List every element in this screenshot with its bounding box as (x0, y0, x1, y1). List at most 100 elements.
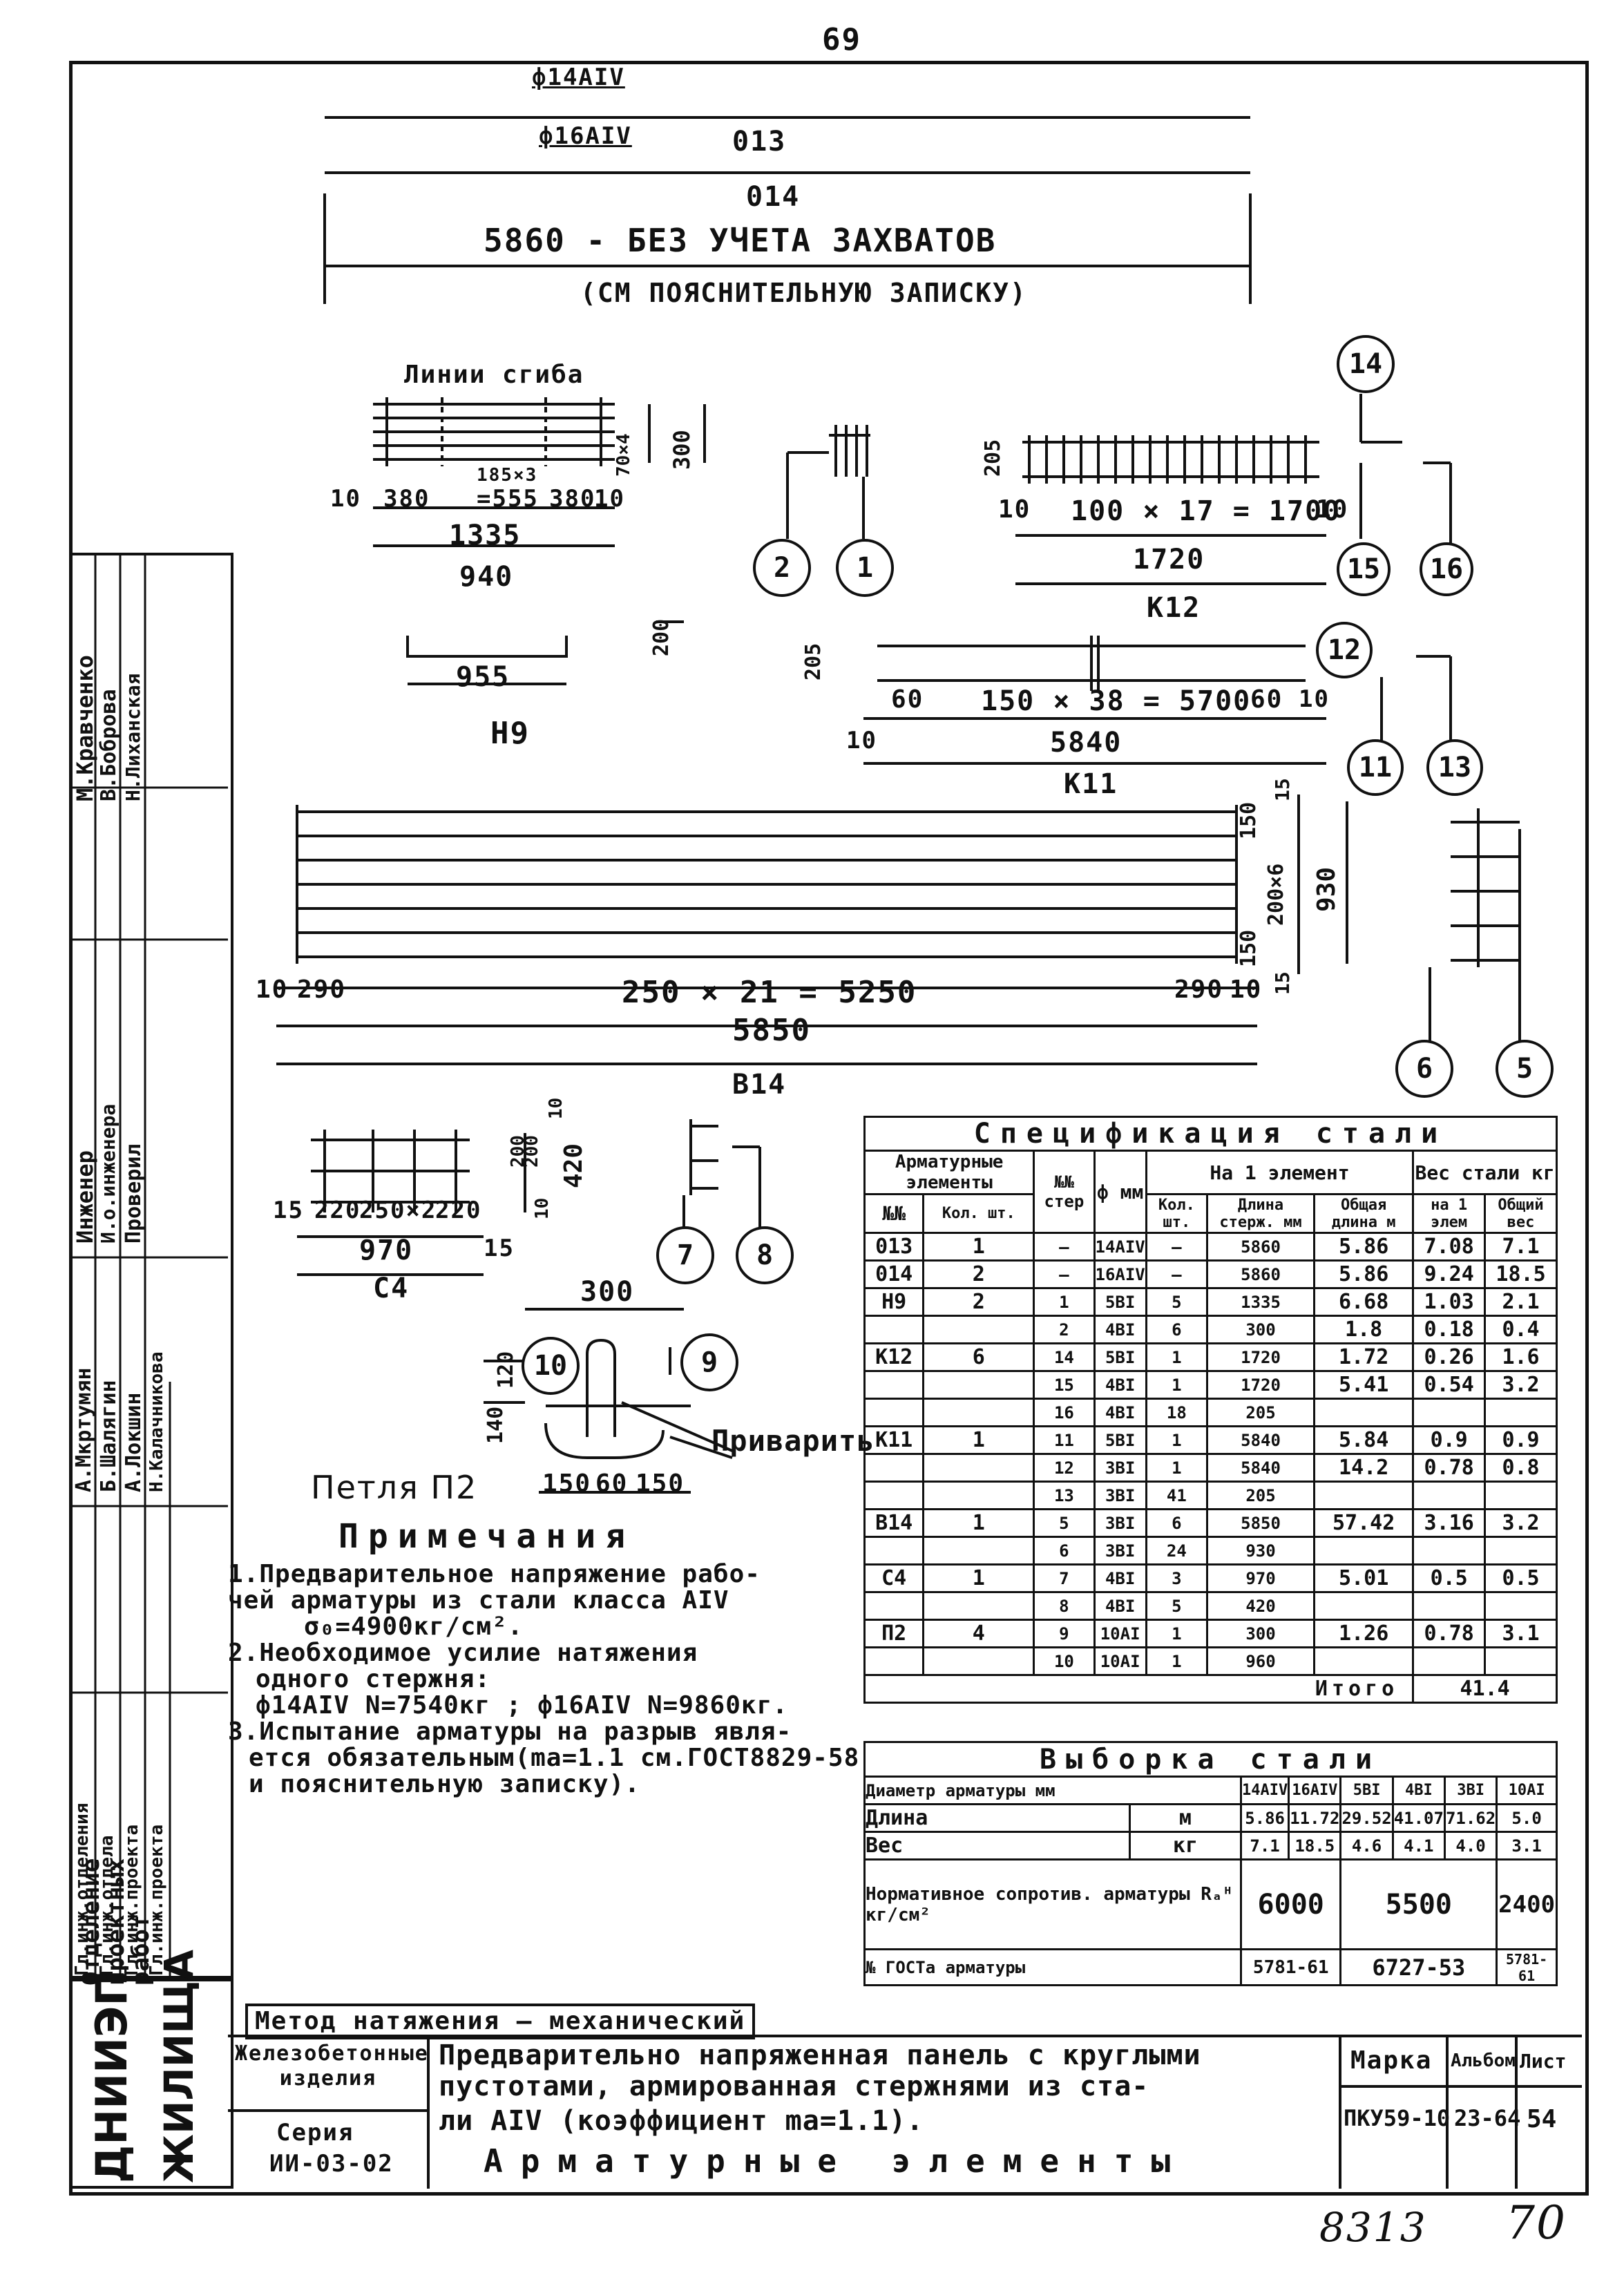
marker-2: 2 (753, 539, 811, 597)
selection-cell: 4.0 (1443, 1831, 1498, 1860)
h9-title: Н9 (490, 716, 530, 751)
spec-cell: 1.26 (1313, 1619, 1415, 1648)
spec-cell: 1 (1145, 1619, 1209, 1648)
spec-cell: 0.18 (1412, 1315, 1487, 1344)
marker-11: 11 (1347, 739, 1404, 796)
spec-cell: 10 (1033, 1646, 1096, 1676)
spec-cell: 5860 (1205, 1232, 1316, 1262)
spec-cell (863, 1536, 925, 1566)
spec-head: ф мм (1093, 1150, 1147, 1234)
c4-dim: 10 (532, 1197, 553, 1219)
selection-resist-label: Нормативное сопротив. арматуры Rₐᴴ кг/см… (863, 1858, 1242, 1950)
spec-cell: 1.72 (1313, 1342, 1415, 1372)
selection-resist: 2400 (1496, 1858, 1558, 1950)
spec-cell: 5ВI (1093, 1287, 1147, 1317)
spec-cell: 205 (1205, 1481, 1316, 1510)
h9-dim: 10 (330, 485, 361, 513)
b14-dim: 250 × 21 = 5250 (622, 975, 917, 1010)
spec-cell: 5.01 (1313, 1563, 1415, 1593)
spec-cell: 5.41 (1313, 1370, 1415, 1400)
marker-1: 1 (836, 539, 894, 597)
spec-cell: 0.78 (1412, 1453, 1487, 1483)
selection-title: Выборка стали (863, 1741, 1558, 1778)
h9-dim: 940 (459, 561, 514, 593)
k11-dim: 60 (891, 685, 924, 714)
h9-bend-lines: Линии сгиба (404, 361, 584, 389)
k12-dim: 10 (1316, 495, 1349, 524)
spec-cell: 6 (1033, 1536, 1096, 1566)
spec-cell: 3.2 (1484, 1370, 1558, 1400)
org-name-2: ЖИЛИЩА (155, 1949, 202, 2183)
spec-subhead: Кол. шт. (1145, 1193, 1209, 1234)
marker-8: 8 (736, 1226, 794, 1284)
k11-dim: 10 (846, 727, 877, 754)
spec-cell: 4ВI (1093, 1398, 1147, 1427)
spec-cell (1313, 1536, 1415, 1566)
bar013-mark: 013 (732, 126, 787, 158)
spec-subhead: на 1 элем (1412, 1193, 1487, 1234)
h9-dim: 10 (594, 485, 625, 513)
spec-cell (1412, 1536, 1487, 1566)
selection-head: 16АIV (1288, 1776, 1342, 1805)
h9-dim: 1335 (449, 520, 522, 551)
k11-dim: 60 (1250, 685, 1283, 714)
selection-cell: 41.07 (1391, 1803, 1446, 1833)
title-block-lines (228, 2035, 1582, 2189)
b14-dim: 10 (256, 976, 289, 1004)
marker-12: 12 (1316, 622, 1373, 678)
bar014-label: ф16АIV (539, 122, 632, 150)
spec-cell: 5860 (1205, 1259, 1316, 1289)
spec-cell: 1 (1145, 1370, 1209, 1400)
p2-dim: 140 (484, 1406, 508, 1444)
selection-cell: 7.1 (1239, 1831, 1290, 1860)
spec-cell: 3ВI (1093, 1481, 1147, 1510)
spec-cell (863, 1481, 925, 1510)
spec-cell: 2 (1033, 1315, 1096, 1344)
spec-cell (863, 1398, 925, 1427)
spec-subhead: Общий вес (1484, 1193, 1558, 1234)
marker-14: 14 (1337, 335, 1395, 393)
spec-cell: 4ВI (1093, 1591, 1147, 1621)
bar014-mark: 014 (746, 181, 801, 213)
spec-cell: — (1145, 1232, 1209, 1262)
selection-head: Диаметр арматуры мм (863, 1776, 1242, 1805)
spec-cell (1484, 1591, 1558, 1621)
h9-dim: 70×4 (613, 433, 634, 477)
b14-dim: 150 (1236, 801, 1261, 839)
spec-title: Спецификация стали (863, 1116, 1558, 1152)
spec-cell: 0.8 (1484, 1453, 1558, 1483)
spec-cell: 0.5 (1484, 1563, 1558, 1593)
spec-cell (1484, 1536, 1558, 1566)
spec-cell: 4ВI (1093, 1315, 1147, 1344)
selection-cell: 5.86 (1239, 1803, 1290, 1833)
spec-cell: — (1145, 1259, 1209, 1289)
selection-cell: 18.5 (1288, 1831, 1342, 1860)
b14-dim: 200×6 (1264, 863, 1288, 926)
spec-cell: 4ВI (1093, 1563, 1147, 1593)
selection-cell: 4.6 (1339, 1831, 1394, 1860)
spec-cell: 3.1 (1484, 1619, 1558, 1648)
spec-subhead: Общая длина м (1313, 1193, 1415, 1234)
spec-cell: 9 (1033, 1619, 1096, 1648)
p2-dim: 60 (595, 1469, 629, 1498)
p2-dim: 150 (636, 1469, 685, 1498)
b14-dim: 10 (1230, 976, 1263, 1004)
spec-cell: 5.86 (1313, 1232, 1415, 1262)
spec-cell: 1 (922, 1232, 1035, 1262)
spec-cell: 7.08 (1412, 1232, 1487, 1262)
spec-cell: К12 (863, 1342, 925, 1372)
spec-cell: 1 (922, 1563, 1035, 1593)
spec-cell: 15 (1033, 1370, 1096, 1400)
spec-cell (1412, 1646, 1487, 1676)
spec-cell: 5ВI (1093, 1425, 1147, 1455)
spec-cell: 10АI (1093, 1646, 1147, 1676)
spec-cell (922, 1398, 1035, 1427)
spec-cell: — (1033, 1259, 1096, 1289)
spec-subhead: Кол. шт. (922, 1193, 1035, 1234)
